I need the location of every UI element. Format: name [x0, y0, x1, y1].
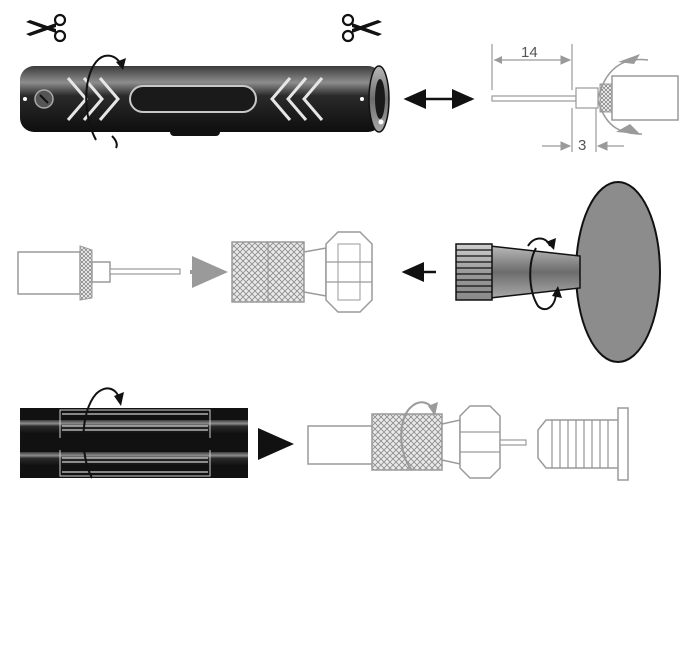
rotation-arrow-icon	[400, 401, 438, 471]
stripping-tool	[20, 65, 390, 136]
scissors-icon	[26, 13, 67, 43]
f-connector	[231, 231, 373, 313]
connector-mounting-tool	[455, 181, 661, 363]
rotation-arrow-icon	[82, 387, 124, 479]
braid-length-label: 3	[578, 137, 586, 154]
rotation-arrow-icon	[527, 237, 562, 311]
strip-length-label: 14	[521, 44, 538, 61]
assembled-cable-connector	[307, 405, 527, 479]
rotation-arrow-icon	[85, 54, 126, 149]
cable-cutter-tool	[20, 408, 248, 478]
scissors-icon	[341, 13, 382, 43]
prepared-cable-end	[17, 245, 181, 301]
stripped-cable-dimension-drawing: 14 3	[491, 44, 679, 154]
threaded-socket	[537, 407, 629, 481]
